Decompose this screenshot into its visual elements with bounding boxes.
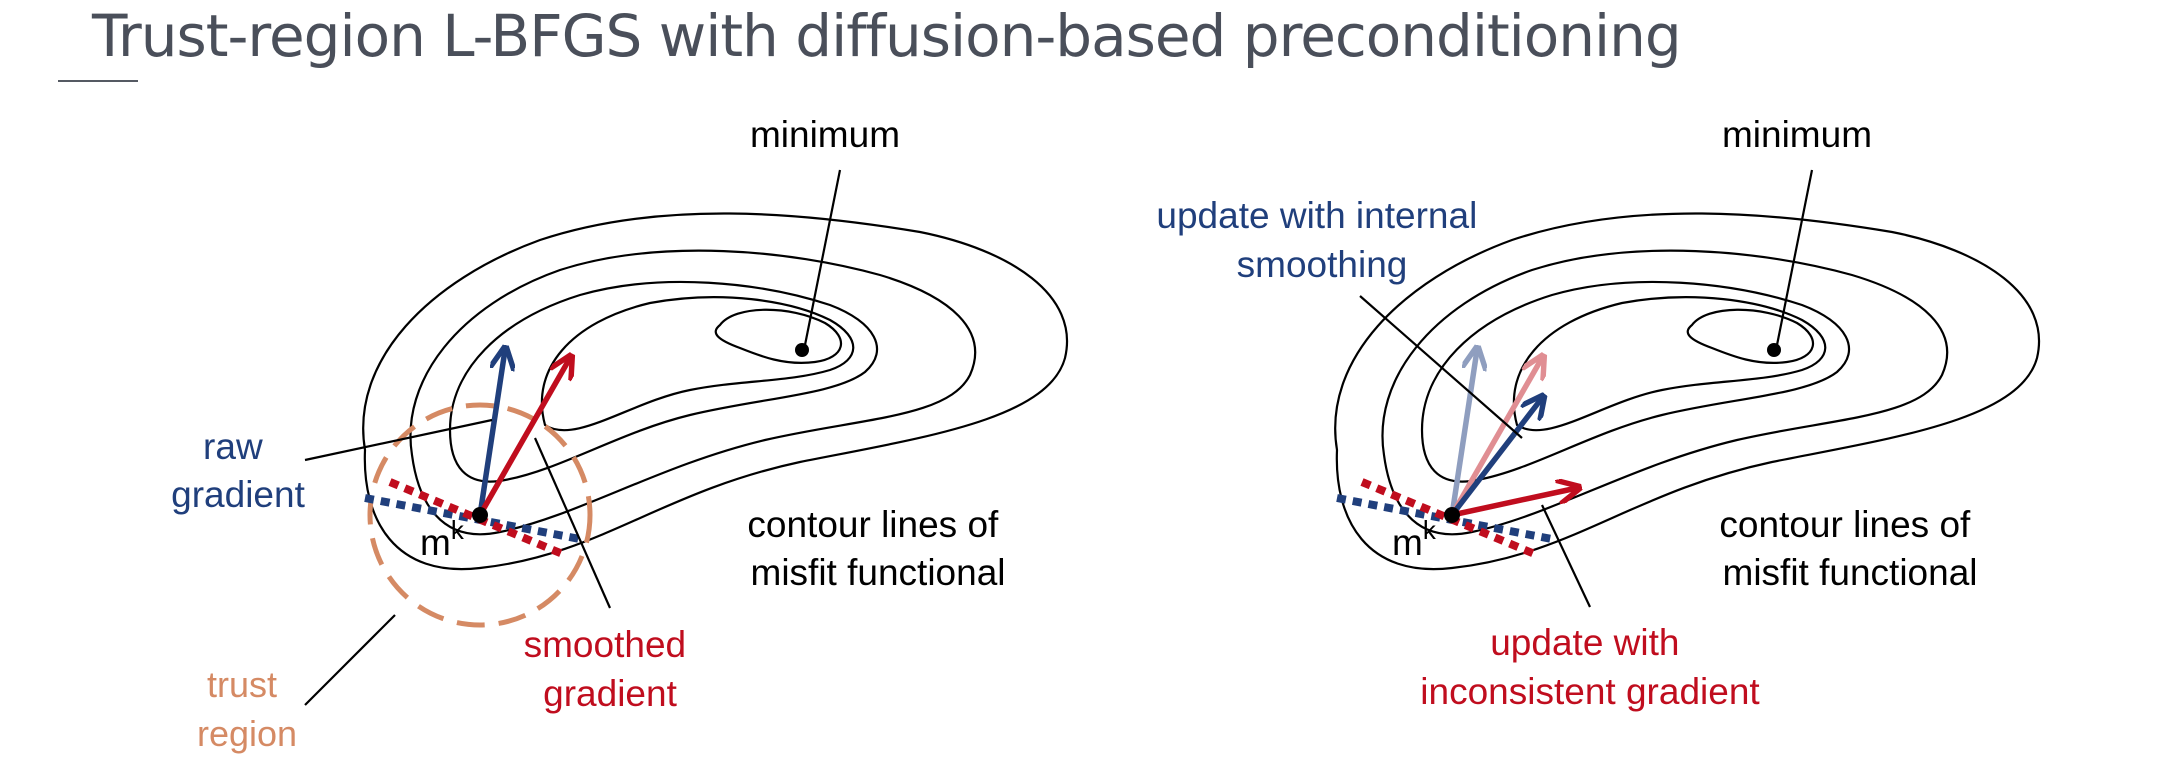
left-model-label-m: m: [420, 522, 451, 563]
left-smoothed-gradient-arrow: [477, 358, 570, 517]
right-faded-smoothed-arrow: [1449, 358, 1542, 517]
right-internal-smoothing-label-line2: smoothing: [1237, 244, 1408, 285]
left-contour-4: [540, 296, 855, 432]
right-contour-lines: [1334, 212, 2040, 571]
right-internal-smoothing-arrow: [1449, 398, 1542, 517]
left-model-point: [472, 507, 488, 523]
right-contour-label: contour lines of misfit functional: [1719, 504, 1980, 593]
right-model-label-m: m: [1392, 522, 1423, 563]
left-smoothed-gradient-label: smoothed gradient: [524, 624, 697, 714]
left-minimum-label: minimum: [750, 114, 900, 155]
left-model-label-superscript: k: [451, 515, 465, 545]
left-smoothed-gradient-pointer: [533, 437, 612, 609]
left-raw-gradient-label: raw gradient: [171, 426, 305, 515]
left-trust-region-label: trust region: [197, 664, 297, 754]
left-smoothed-gradient-label-line1: smoothed: [524, 624, 687, 665]
left-contour-label-line2: misfit functional: [751, 552, 1006, 593]
left-raw-gradient-arrow: [477, 350, 505, 516]
right-inconsistent-update-arrow: [1451, 488, 1577, 518]
right-internal-smoothing-pointer: [1359, 295, 1523, 439]
right-contour-5: [1686, 308, 1815, 364]
left-contour-label-line1: contour lines of: [747, 504, 999, 545]
right-inconsistent-label-line2: inconsistent gradient: [1420, 671, 1760, 712]
right-inconsistent-pointer: [1541, 504, 1591, 608]
left-raw-gradient-pointer: [304, 418, 493, 462]
right-contour-label-line2: misfit functional: [1723, 552, 1978, 593]
right-contour-4: [1512, 296, 1827, 432]
right-contour-3: [1420, 280, 1850, 483]
left-raw-gradient-label-line1: raw: [203, 426, 263, 467]
left-contour-3: [448, 280, 878, 483]
left-trust-region-circle: [367, 402, 593, 628]
left-contour-2: [409, 249, 977, 536]
left-smoothed-gradient-label-line2: gradient: [543, 673, 677, 714]
page-title: Trust-region L-BFGS with diffusion-based…: [92, 2, 1682, 70]
right-minimum-label: minimum: [1722, 114, 1872, 155]
left-raw-gradient-label-line2: gradient: [171, 474, 305, 515]
right-inconsistent-label: update with inconsistent gradient: [1420, 622, 1760, 712]
left-minimum-pointer: [803, 169, 842, 346]
left-contour-1: [362, 212, 1068, 571]
left-trust-region-label-line1: trust: [207, 664, 277, 705]
right-contour-2: [1381, 249, 1949, 536]
right-contour-label-line1: contour lines of: [1719, 504, 1971, 545]
right-panel: minimum mk update with internal smoothin…: [1156, 114, 2040, 712]
right-faded-raw-arrow: [1449, 350, 1477, 516]
right-contour-1: [1334, 212, 2040, 571]
right-internal-smoothing-label-line1: update with internal: [1156, 195, 1477, 236]
left-panel: minimum trust region mk raw gradient smo…: [171, 114, 1068, 754]
left-tangent-blue: [364, 494, 586, 544]
left-contour-lines: [362, 212, 1068, 571]
right-minimum-pointer: [1775, 169, 1814, 346]
left-minimum-point: [795, 343, 809, 357]
right-model-point: [1444, 507, 1460, 523]
title-underline: [58, 80, 138, 82]
left-contour-label: contour lines of misfit functional: [747, 504, 1008, 593]
left-model-label: mk: [420, 515, 465, 563]
right-model-label-superscript: k: [1423, 515, 1437, 545]
left-contour-5: [714, 308, 843, 364]
right-tangent-blue: [1336, 494, 1558, 544]
right-model-label: mk: [1392, 515, 1437, 563]
right-internal-smoothing-label: update with internal smoothing: [1156, 195, 1487, 285]
right-inconsistent-label-line1: update with: [1490, 622, 1679, 663]
left-trust-region-label-line2: region: [197, 713, 297, 754]
right-minimum-point: [1767, 343, 1781, 357]
left-trust-region-pointer: [304, 614, 396, 706]
